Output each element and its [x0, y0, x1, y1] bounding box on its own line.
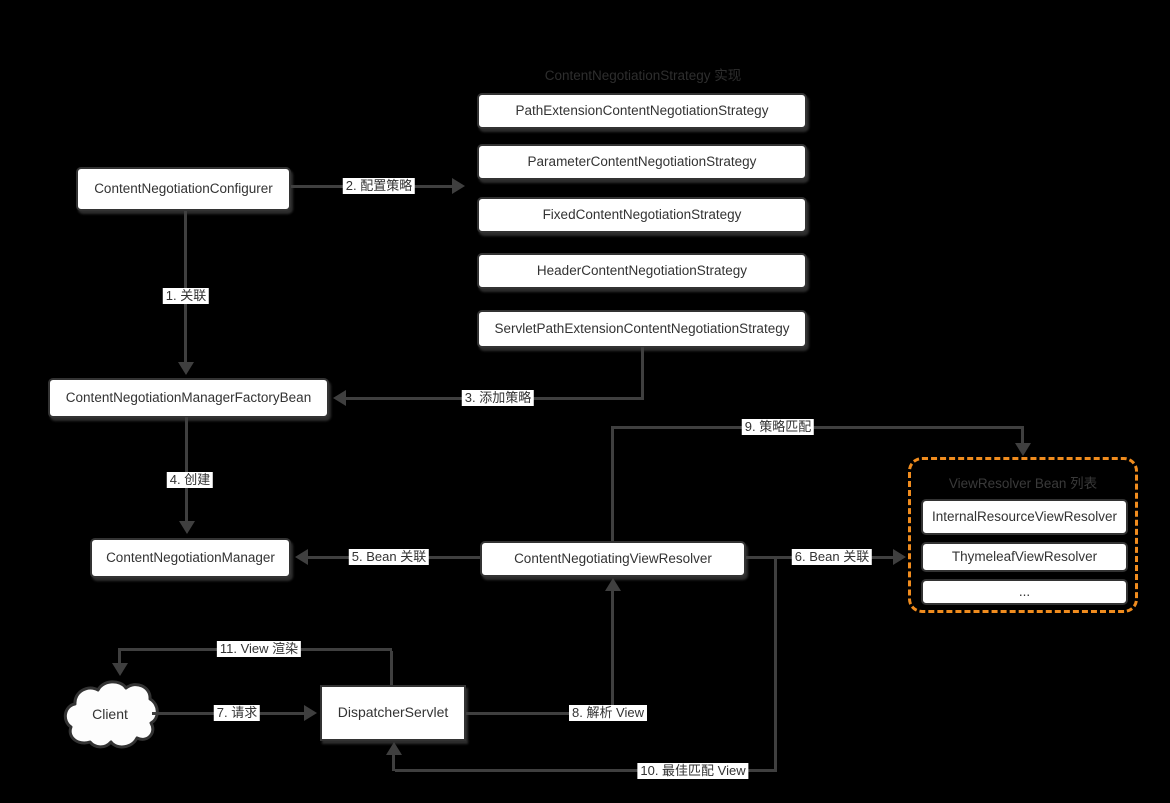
edge-10-line-h: [395, 769, 777, 772]
node-content-negotiation-configurer: ContentNegotiationConfigurer: [76, 167, 291, 211]
edge-1-line: [184, 211, 187, 364]
edge-1-label: 1. 关联: [162, 288, 210, 304]
node-header-strategy: HeaderContentNegotiationStrategy: [477, 253, 807, 289]
edge-4-line: [185, 417, 188, 524]
strategy-group-title: ContentNegotiationStrategy 实现: [544, 68, 742, 83]
arrowhead-right-icon: [304, 705, 317, 721]
edge-4-label: 4. 创建: [166, 472, 214, 488]
node-manager-factory-bean: ContentNegotiationManagerFactoryBean: [48, 378, 329, 418]
edge-10-label: 10. 最佳匹配 View: [637, 763, 749, 779]
arrowhead-up-icon: [386, 742, 402, 755]
node-path-extension-strategy: PathExtensionContentNegotiationStrategy: [477, 93, 807, 129]
arrowhead-right-icon: [452, 178, 465, 194]
edge-7-label: 7. 请求: [213, 705, 261, 721]
edge-5-label: 5. Bean 关联: [348, 549, 430, 565]
node-view-resolver-ellipsis: ...: [921, 579, 1128, 605]
edge-8-line-h: [466, 712, 614, 715]
edge-11-line-v2: [118, 648, 121, 664]
view-resolver-list-group: ViewResolver Bean 列表 InternalResourceVie…: [908, 457, 1138, 613]
edge-11-line-v1: [390, 651, 393, 685]
arrowhead-down-icon: [179, 521, 195, 534]
node-servlet-path-extension-strategy: ServletPathExtensionContentNegotiationSt…: [477, 310, 807, 348]
edge-10-line-v1: [774, 558, 777, 771]
node-dispatcher-servlet: DispatcherServlet: [320, 685, 466, 741]
edge-3-line-v: [641, 347, 644, 400]
arrowhead-down-icon: [1015, 443, 1031, 456]
client-cloud-shape: [63, 680, 159, 749]
arrowhead-up-icon: [605, 578, 621, 591]
edge-8-label: 8. 解析 View: [568, 705, 648, 721]
node-content-negotiating-view-resolver: ContentNegotiatingViewResolver: [480, 541, 746, 577]
arrowhead-down-icon: [178, 362, 194, 375]
edge-2-label: 2. 配置策略: [342, 178, 416, 194]
arrowhead-left-icon: [333, 390, 346, 406]
edge-9-line-v1: [611, 428, 614, 541]
node-content-negotiation-manager: ContentNegotiationManager: [90, 538, 291, 578]
node-parameter-strategy: ParameterContentNegotiationStrategy: [477, 144, 807, 180]
node-client: Client: [92, 706, 128, 722]
node-fixed-strategy: FixedContentNegotiationStrategy: [477, 197, 807, 233]
node-thymeleaf-view-resolver: ThymeleafViewResolver: [921, 542, 1128, 572]
edge-11-label: 11. View 渲染: [216, 641, 302, 657]
arrowhead-right-icon: [893, 549, 906, 565]
view-resolver-list-title: ViewResolver Bean 列表: [948, 476, 1098, 491]
edge-3-label: 3. 添加策略: [461, 390, 535, 406]
edge-9-line-v2: [1021, 426, 1024, 446]
edge-10-line-v2: [392, 753, 395, 771]
arrowhead-left-icon: [295, 549, 308, 565]
edge-9-line-h: [611, 426, 1024, 429]
edge-9-label: 9. 策略匹配: [741, 419, 815, 435]
edge-8-line-v: [611, 588, 614, 714]
edge-6-label: 6. Bean 关联: [791, 549, 873, 565]
arrowhead-down-icon: [112, 663, 128, 676]
node-internal-resource-view-resolver: InternalResourceViewResolver: [921, 499, 1128, 535]
